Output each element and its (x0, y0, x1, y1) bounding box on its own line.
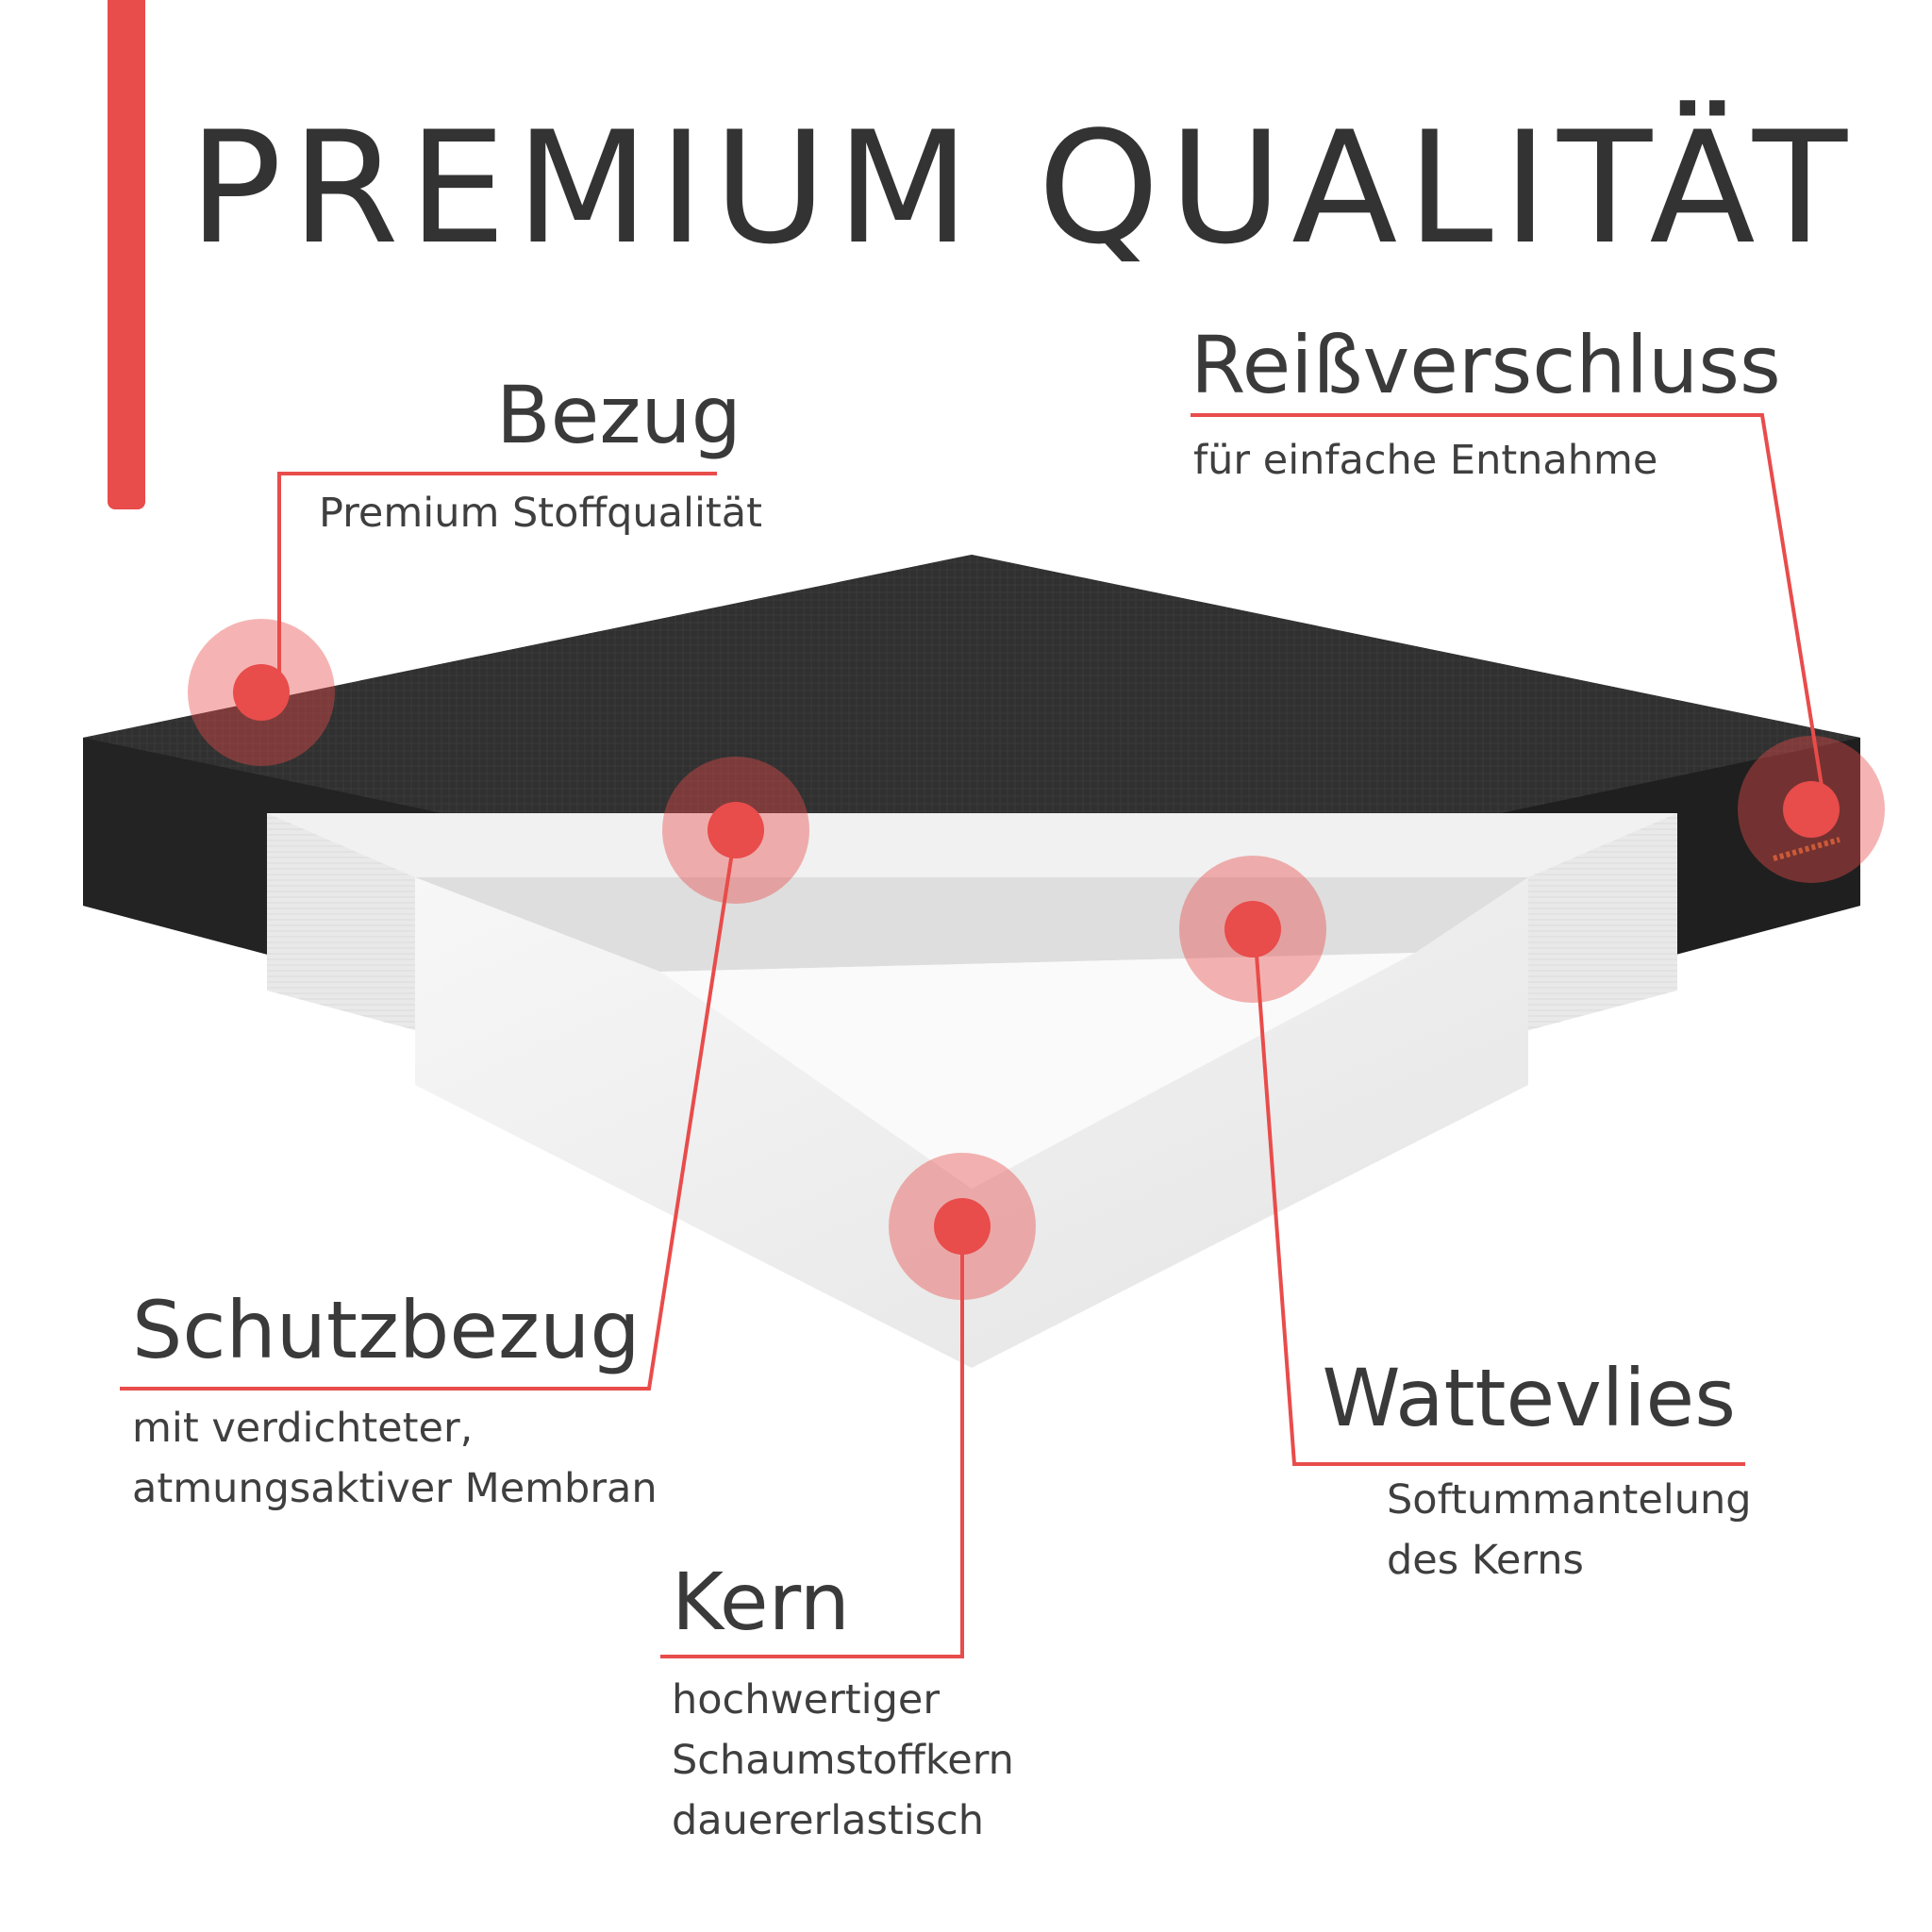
callout-wattevlies-desc: Softummantelung des Kerns (1387, 1476, 1752, 1584)
callout-schutzbezug-desc: mit verdichteter, atmungsaktiver Membran (132, 1405, 658, 1512)
hotspot-bezug[interactable] (188, 619, 335, 766)
accent-bar (108, 0, 145, 509)
hotspot-kern[interactable] (889, 1153, 1036, 1300)
zipper-icon (1773, 837, 1840, 861)
hotspot-wattevlies[interactable] (1179, 856, 1326, 1003)
callout-reissverschluss-title: Reißverschluss (1191, 319, 1781, 411)
hotspot-schutzbezug[interactable] (662, 757, 809, 904)
callout-bezug-title: Bezug (496, 369, 741, 461)
callout-reissverschluss-desc: für einfache Entnahme (1193, 437, 1658, 484)
page-title: PREMIUM QUALITÄT (189, 98, 1857, 278)
callout-kern-desc: hochwertiger Schaumstoffkern dauererlast… (672, 1676, 1014, 1844)
callout-bezug-desc: Premium Stoffqualität (319, 490, 762, 537)
callout-kern-title: Kern (672, 1556, 850, 1648)
core-foam (415, 877, 1528, 1368)
callout-schutzbezug-title: Schutzbezug (132, 1284, 641, 1376)
leader-lines (120, 413, 1827, 1658)
callout-wattevlies-title: Wattevlies (1322, 1352, 1736, 1444)
hotspot-reissverschluss[interactable] (1738, 736, 1885, 883)
